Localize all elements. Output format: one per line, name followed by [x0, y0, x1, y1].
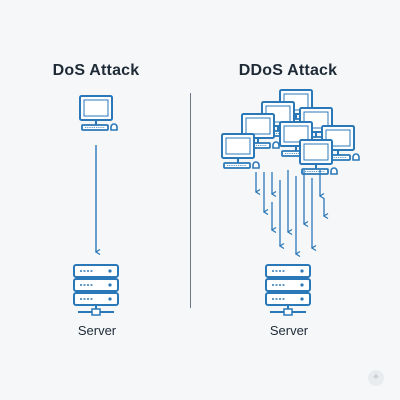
attack-arrows [256, 170, 324, 254]
dos-server-label: Server [77, 323, 117, 338]
target-server-icon [73, 264, 119, 316]
ddos-server-label: Server [269, 323, 309, 338]
target-server-icon [265, 264, 311, 316]
watermark-icon: ✦ [368, 370, 384, 386]
botnet-computers-icon [221, 89, 360, 175]
dos-attack-title: DoS Attack [52, 62, 140, 79]
section-divider [190, 93, 191, 308]
ddos-attack-title: DDoS Attack [238, 62, 338, 79]
attacker-computer-icon [79, 95, 118, 131]
